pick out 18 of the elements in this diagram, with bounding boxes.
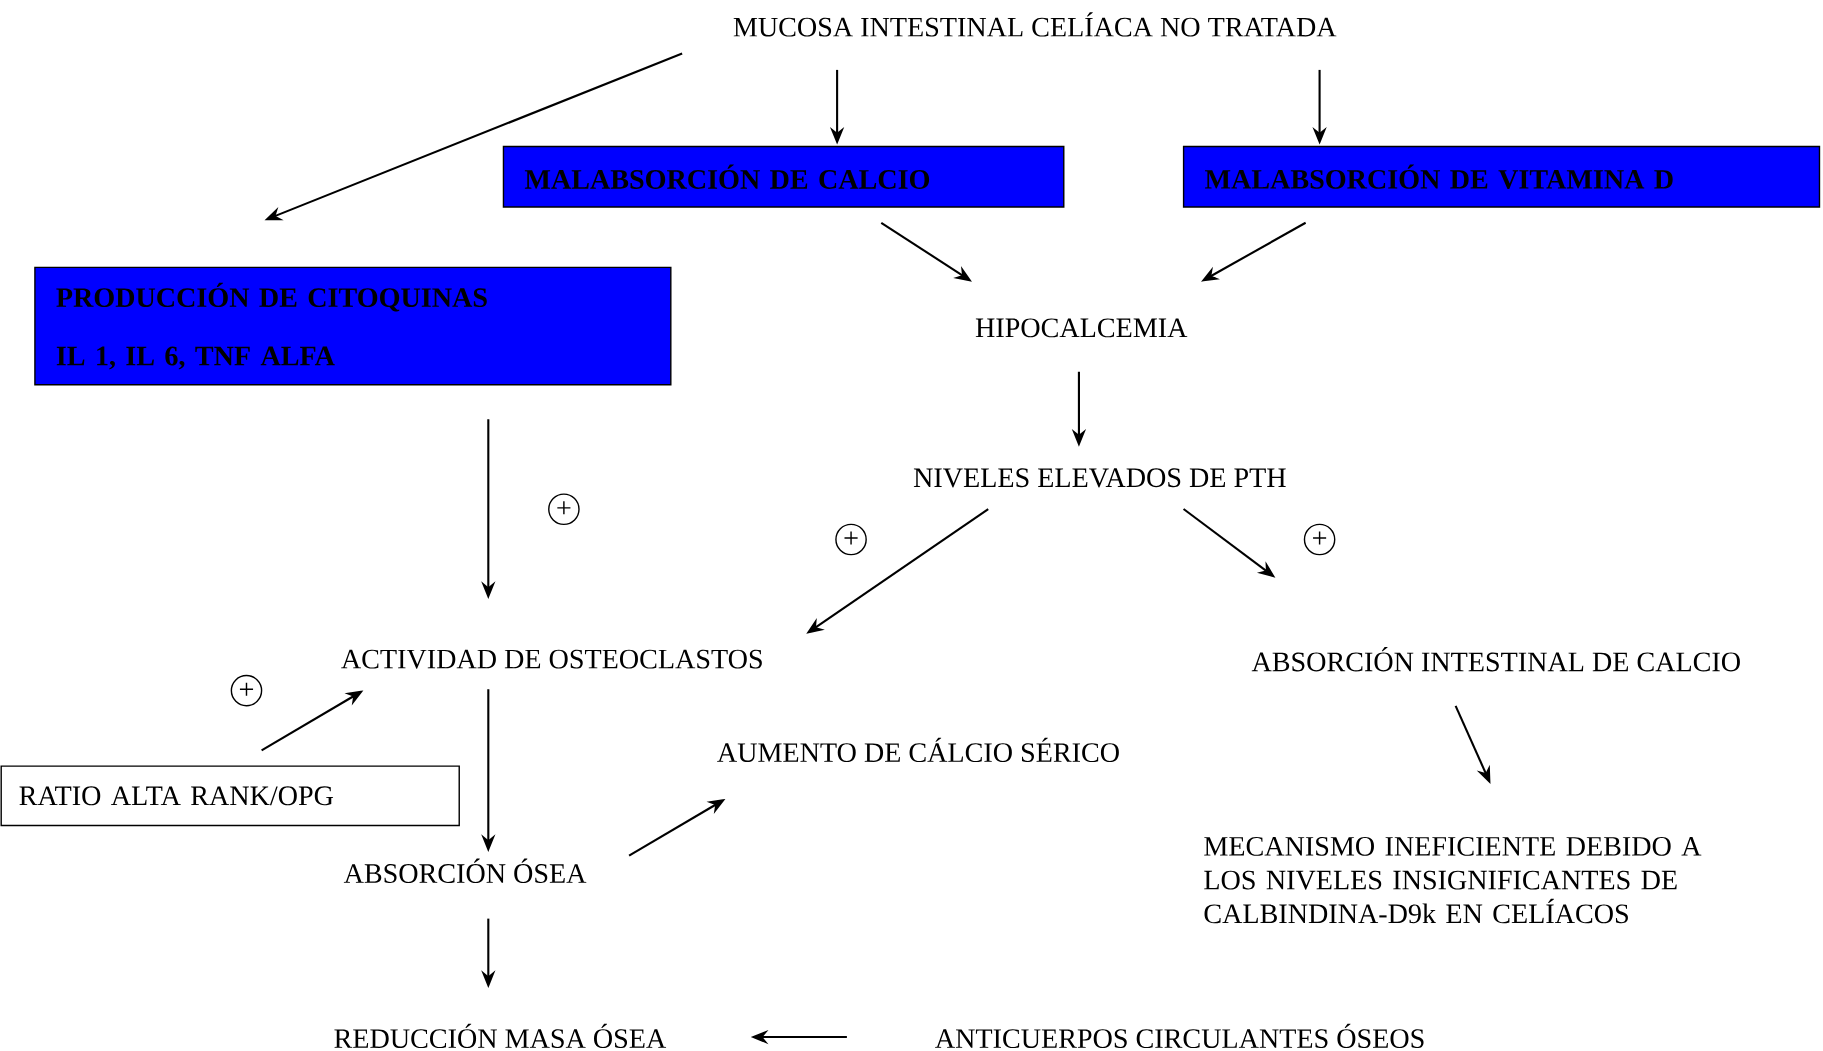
flow-text: NIVELES ELEVADOS DE PTH <box>913 468 1286 488</box>
plus-sign: + <box>1303 523 1336 556</box>
flow-text: HIPOCALCEMIA <box>975 318 1188 338</box>
flow-text: AUMENTO DE CÁLCIO SÉRICO <box>717 737 1119 763</box>
flow-text: MUCOSA INTESTINAL CELÍACA NO TRATADA <box>733 12 1337 37</box>
plus-sign: + <box>835 523 867 556</box>
plus-sign: + <box>548 493 580 526</box>
highlight-box: MALABSORCIÓN DE VITAMINA D <box>1182 145 1821 208</box>
highlight-box: MALABSORCIÓN DE CALCIO <box>502 145 1065 208</box>
flow-text: ABSORCIÓN ÓSEA <box>343 858 587 883</box>
flow-text: ABSORCIÓN INTESTINAL DE CALCIO <box>1251 647 1740 672</box>
text-box: RATIO ALTA RANK/OPG <box>0 765 460 827</box>
flow-text: MECANISMO INEFICIENTE DEBIDO A LOS NIVELES INSIGNIFICANTES DE CALBINDINA-D9k EN CELÍACOS <box>1204 836 1702 924</box>
plus-sign: + <box>230 674 263 707</box>
flow-text: ANTICUERPOS CIRCULANTES ÓSEOS <box>935 1023 1424 1049</box>
flow-text: ACTIVIDAD DE OSTEOCLASTOS <box>341 649 762 669</box>
flow-text: REDUCCIÓN MASA ÓSEA <box>334 1023 667 1049</box>
highlight-box: PRODUCCIÓN DE CITOQUINAS IL 1, IL 6, TNF ALFA <box>34 266 672 386</box>
